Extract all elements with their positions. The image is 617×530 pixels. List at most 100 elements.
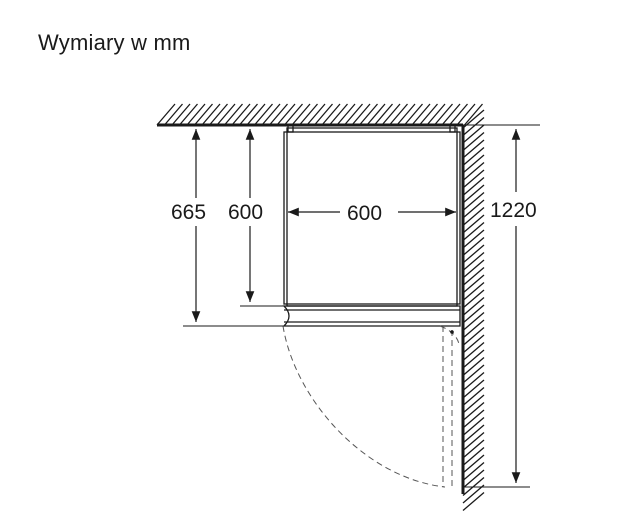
hatch-stroke xyxy=(464,103,483,126)
dimension-600-depth-label: 600 xyxy=(228,201,263,224)
hatch-stroke xyxy=(359,103,378,126)
hatch-stroke xyxy=(336,103,356,126)
hatch-stroke xyxy=(171,103,191,126)
hatch-stroke xyxy=(314,103,333,126)
hatch-stroke xyxy=(411,103,431,126)
hatch-stroke xyxy=(462,289,485,309)
door-swing-arc xyxy=(282,325,460,488)
hatch-stroke xyxy=(381,103,401,126)
hatch-stroke xyxy=(246,103,266,126)
hatch-stroke xyxy=(462,154,485,174)
dimension-665-label: 665 xyxy=(171,201,206,224)
hatch-stroke xyxy=(462,462,485,481)
hatch-stroke xyxy=(462,192,485,211)
hatch-stroke xyxy=(351,103,371,126)
hatch-stroke xyxy=(329,103,348,126)
dimension-600-width-label: 600 xyxy=(347,202,382,225)
hatch-stroke xyxy=(462,432,485,451)
hatch-stroke xyxy=(462,394,485,414)
dimension-1220-label: 1220 xyxy=(490,199,537,222)
hatch-stroke xyxy=(462,342,485,361)
hatch-stroke xyxy=(179,103,198,126)
hatch-stroke xyxy=(164,103,183,126)
hatch-stroke xyxy=(462,364,485,384)
hatch-stroke xyxy=(462,492,485,511)
hatch-stroke xyxy=(462,439,485,459)
hatch-stroke xyxy=(462,357,485,376)
hatch-stroke xyxy=(462,454,485,474)
hatch-stroke xyxy=(462,139,485,159)
hatch-stroke xyxy=(456,103,476,126)
hatch-stroke xyxy=(462,132,485,151)
hatch-stroke xyxy=(209,103,228,126)
fridge-door xyxy=(282,305,461,327)
hatch-stroke xyxy=(366,103,386,126)
hatch-stroke xyxy=(462,334,485,354)
hatch-stroke xyxy=(462,199,485,219)
hatch-stroke xyxy=(462,469,485,489)
hatch-stroke xyxy=(306,103,326,126)
hatch-stroke xyxy=(261,103,281,126)
hatch-stroke xyxy=(276,103,296,126)
door-hinge-pivot xyxy=(450,330,454,334)
hatch-stroke xyxy=(462,214,485,234)
hatch-stroke xyxy=(224,103,243,126)
hatch-stroke xyxy=(299,103,318,126)
hatch-stroke xyxy=(269,103,288,126)
hatch-stroke xyxy=(419,103,438,126)
hatch-stroke xyxy=(462,349,485,369)
hatch-stroke xyxy=(462,319,485,339)
hatch-stroke xyxy=(396,103,416,126)
hatch-stroke xyxy=(462,447,485,466)
hatch-stroke xyxy=(462,169,485,189)
hatch-stroke xyxy=(216,103,236,126)
hatch-stroke xyxy=(462,402,485,421)
hatch-stroke xyxy=(462,244,485,264)
hatch-stroke xyxy=(156,103,176,126)
hatch-stroke xyxy=(462,312,485,331)
wall-outline xyxy=(157,123,540,494)
hatch-stroke xyxy=(462,177,485,196)
hatch-stroke xyxy=(404,103,423,126)
hatch-stroke xyxy=(462,259,485,279)
hatch-stroke xyxy=(344,103,363,126)
hatch-stroke xyxy=(462,267,485,286)
hatch-stroke xyxy=(462,424,485,444)
hatch-stroke xyxy=(201,103,221,126)
hatch-stroke xyxy=(462,387,485,406)
diagram-caption: Wymiary w mm xyxy=(38,30,191,55)
hatch-stroke xyxy=(462,409,485,429)
hatch-stroke xyxy=(434,103,453,126)
hatch-stroke xyxy=(186,103,206,126)
hatch-stroke xyxy=(462,372,485,391)
hatch-stroke xyxy=(462,274,485,294)
hatch-stroke xyxy=(462,229,485,249)
hatch-stroke xyxy=(194,103,213,126)
hatch-stroke xyxy=(462,207,485,226)
hatch-stroke xyxy=(462,484,485,504)
hatch-stroke xyxy=(374,103,393,126)
hatch-stroke xyxy=(462,222,485,241)
hatch-stroke xyxy=(462,379,485,399)
hatch-stroke xyxy=(239,103,258,126)
hatch-stroke xyxy=(462,282,485,301)
hatch-stroke xyxy=(462,297,485,316)
hatch-stroke xyxy=(291,103,311,126)
wall-hatching xyxy=(156,103,485,511)
hatch-stroke xyxy=(254,103,273,126)
hatch-stroke xyxy=(462,162,485,181)
hatch-stroke xyxy=(449,103,468,126)
hatch-stroke xyxy=(321,103,341,126)
hatch-stroke xyxy=(462,417,485,436)
hatch-stroke xyxy=(284,103,303,126)
hatch-stroke xyxy=(462,147,485,166)
hatch-stroke xyxy=(441,103,461,126)
hatch-stroke xyxy=(462,304,485,324)
extension-lines xyxy=(183,305,284,327)
hatch-stroke xyxy=(462,117,485,136)
hatch-stroke xyxy=(462,237,485,256)
hatch-stroke xyxy=(426,103,446,126)
hatch-stroke xyxy=(231,103,251,126)
hatch-stroke xyxy=(462,327,485,346)
hatch-stroke xyxy=(389,103,408,126)
